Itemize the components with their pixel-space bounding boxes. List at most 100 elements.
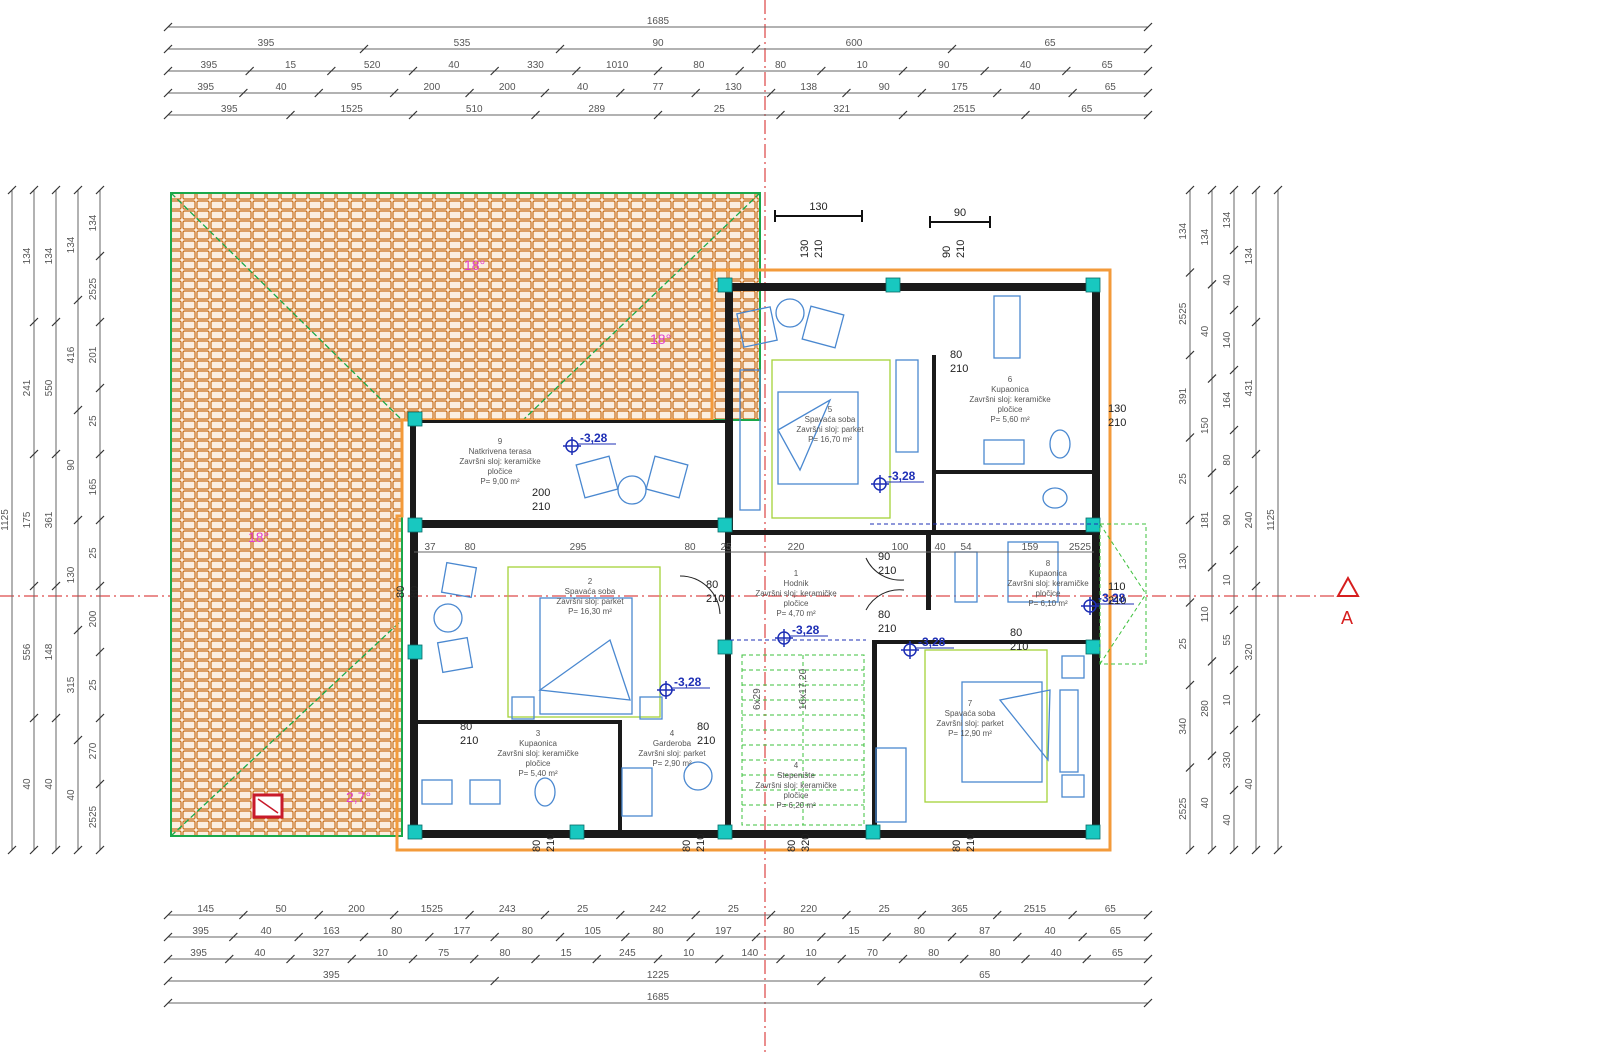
door-width: 130 bbox=[1108, 403, 1126, 415]
level-mark: -3,28 bbox=[563, 431, 616, 455]
interior-dimension: 220 bbox=[788, 542, 805, 553]
dimension-value: 600 bbox=[846, 38, 863, 49]
dimension-tick bbox=[347, 954, 357, 964]
dimension-tick bbox=[7, 185, 17, 195]
dimension-value: 2525 bbox=[1178, 797, 1189, 820]
dimension-value: 65 bbox=[1110, 926, 1122, 937]
dimension-value: 1225 bbox=[647, 970, 670, 981]
dimension-tick bbox=[1143, 976, 1153, 986]
dimension-tick bbox=[294, 932, 304, 942]
dimension-value: 40 bbox=[1029, 82, 1041, 93]
room-finish: Završni sloj: parket bbox=[638, 749, 706, 758]
room-finish: Završni sloj: keramičke bbox=[459, 457, 541, 466]
room-area: P= 16,30 m² bbox=[568, 607, 612, 616]
dimension-tick bbox=[1021, 954, 1030, 964]
dimension-tick bbox=[389, 910, 399, 920]
dimension-tick bbox=[555, 44, 565, 54]
room-area: P= 12,90 m² bbox=[948, 729, 992, 738]
door-width: 80 bbox=[395, 586, 407, 598]
dimension-tick bbox=[228, 932, 238, 942]
room-finish2: pločice bbox=[784, 599, 809, 608]
dimension-value: 40 bbox=[1020, 60, 1032, 71]
dimension-value: 80 bbox=[783, 926, 795, 937]
door-height: 210 bbox=[545, 834, 557, 852]
dimension-tick bbox=[735, 66, 745, 76]
room-finish: Završni sloj: keramičke bbox=[969, 395, 1051, 404]
dimension-tick bbox=[73, 405, 83, 415]
dimension-tick bbox=[1251, 185, 1261, 195]
dimension-value: 134 bbox=[1178, 222, 1189, 239]
dimension-tick bbox=[51, 317, 61, 327]
dimension-tick bbox=[917, 88, 927, 98]
dimension-value: 2525 bbox=[1178, 302, 1189, 325]
door-width: 80 bbox=[786, 840, 798, 852]
dimension-tick bbox=[408, 66, 418, 76]
door-width: 80 bbox=[531, 840, 543, 852]
room-num: 4 bbox=[670, 729, 675, 738]
dimension-value: 270 bbox=[88, 742, 99, 759]
dimension-value: 365 bbox=[951, 904, 968, 915]
dimension-value: 197 bbox=[715, 926, 732, 937]
dimension-tick bbox=[1143, 998, 1153, 1008]
room-finish2: pločice bbox=[1036, 589, 1061, 598]
dimension-tick bbox=[816, 932, 826, 942]
dimension-value: 15 bbox=[285, 60, 297, 71]
room-finish: Završni sloj: keramičke bbox=[497, 749, 579, 758]
dimension-tick bbox=[95, 515, 105, 525]
dimension-value: 134 bbox=[1222, 211, 1233, 228]
dimension-value: 80 bbox=[1222, 454, 1233, 466]
dimension-value: 134 bbox=[22, 247, 33, 264]
dimension-tick bbox=[1143, 66, 1153, 76]
stairs bbox=[730, 639, 866, 826]
dimension-tick bbox=[531, 954, 540, 964]
dimension-value: 200 bbox=[424, 82, 441, 93]
room-name: Kupaonica bbox=[1029, 569, 1067, 578]
dimension-tick bbox=[465, 910, 474, 920]
interior-dimension: 37 bbox=[424, 542, 436, 553]
dimension-tick bbox=[766, 910, 776, 920]
dimension-tick bbox=[469, 954, 479, 964]
dimension-tick bbox=[73, 515, 83, 525]
dimension-value: 201 bbox=[88, 346, 99, 363]
dimension-value: 140 bbox=[1222, 331, 1233, 348]
dimension-value: 510 bbox=[466, 104, 483, 115]
dimension-value: 15 bbox=[848, 926, 860, 937]
dimension-value: 90 bbox=[652, 38, 664, 49]
door-swings bbox=[679, 557, 905, 615]
dimension-tick bbox=[424, 932, 434, 942]
room-name: Spavaća soba bbox=[805, 415, 856, 424]
stair-steps: 16x17,20 bbox=[798, 668, 809, 710]
dimension-tick bbox=[29, 581, 39, 591]
dimension-value: 1010 bbox=[606, 60, 629, 71]
roof-slope: 18° bbox=[650, 331, 671, 347]
dimension-tick bbox=[1068, 88, 1078, 98]
dimension-tick bbox=[490, 932, 500, 942]
dimension-tick bbox=[163, 910, 173, 920]
dimension-tick bbox=[7, 845, 17, 855]
door-height: 210 bbox=[1108, 417, 1126, 429]
dimension-tick bbox=[1229, 185, 1239, 195]
room-area: P= 2,90 m² bbox=[652, 759, 692, 768]
dimension-value: 90 bbox=[1222, 514, 1233, 526]
dimension-tick bbox=[1229, 725, 1239, 735]
dimension-tick bbox=[714, 954, 724, 964]
room-num: 6 bbox=[1008, 375, 1013, 384]
dimension-value: 240 bbox=[1244, 511, 1255, 528]
dimension-tick bbox=[1185, 433, 1195, 442]
dimension-tick bbox=[163, 88, 173, 98]
dimension-tick bbox=[359, 932, 369, 942]
dimension-tick bbox=[95, 647, 105, 657]
dimension-tick bbox=[1185, 515, 1195, 525]
dimension-tick bbox=[95, 779, 105, 789]
dimension-value: 550 bbox=[44, 379, 55, 396]
dimension-value: 391 bbox=[1178, 387, 1189, 404]
dimension-tick bbox=[947, 932, 957, 942]
dimension-value: 25 bbox=[88, 547, 99, 559]
balcony-outline bbox=[870, 523, 1147, 665]
dimension-value: 75 bbox=[438, 948, 450, 959]
room-finish2: pločice bbox=[526, 759, 551, 768]
dimension-value: 361 bbox=[44, 511, 55, 528]
